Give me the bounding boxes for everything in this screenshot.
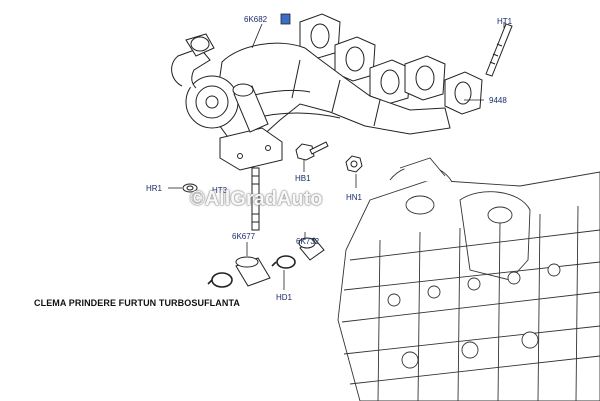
leader-lines <box>168 22 505 290</box>
label-HB1: HB1 <box>295 174 311 183</box>
label-9448: 9448 <box>489 96 507 105</box>
stud-HT3 <box>251 167 260 231</box>
label-HR1: HR1 <box>146 184 163 193</box>
watermark-text: ©AllGradAuto <box>190 188 323 210</box>
stud-HT1 <box>485 23 513 77</box>
diagram-caption: CLEMA PRINDERE FURTUN TURBOSUFLANTA <box>34 298 240 308</box>
label-HT1: HT1 <box>497 17 513 26</box>
clamp-HD1 <box>207 255 296 288</box>
clip-HR1 <box>182 183 198 193</box>
bolt-HB1 <box>295 141 329 161</box>
manifold-6K682 <box>171 13 483 171</box>
label-HN1: HN1 <box>346 193 363 202</box>
hose-6K732 <box>298 237 325 261</box>
label-6K682: 6K682 <box>244 15 268 24</box>
engine-block <box>337 157 600 401</box>
nut-HN1 <box>345 155 363 173</box>
label-6K732: 6K732 <box>296 237 320 246</box>
label-HT3: HT3 <box>212 186 228 195</box>
highlight-marker-icon <box>280 13 291 25</box>
label-HD1: HD1 <box>276 293 293 302</box>
label-6K677: 6K677 <box>232 232 256 241</box>
hose-6K677 <box>235 256 271 287</box>
